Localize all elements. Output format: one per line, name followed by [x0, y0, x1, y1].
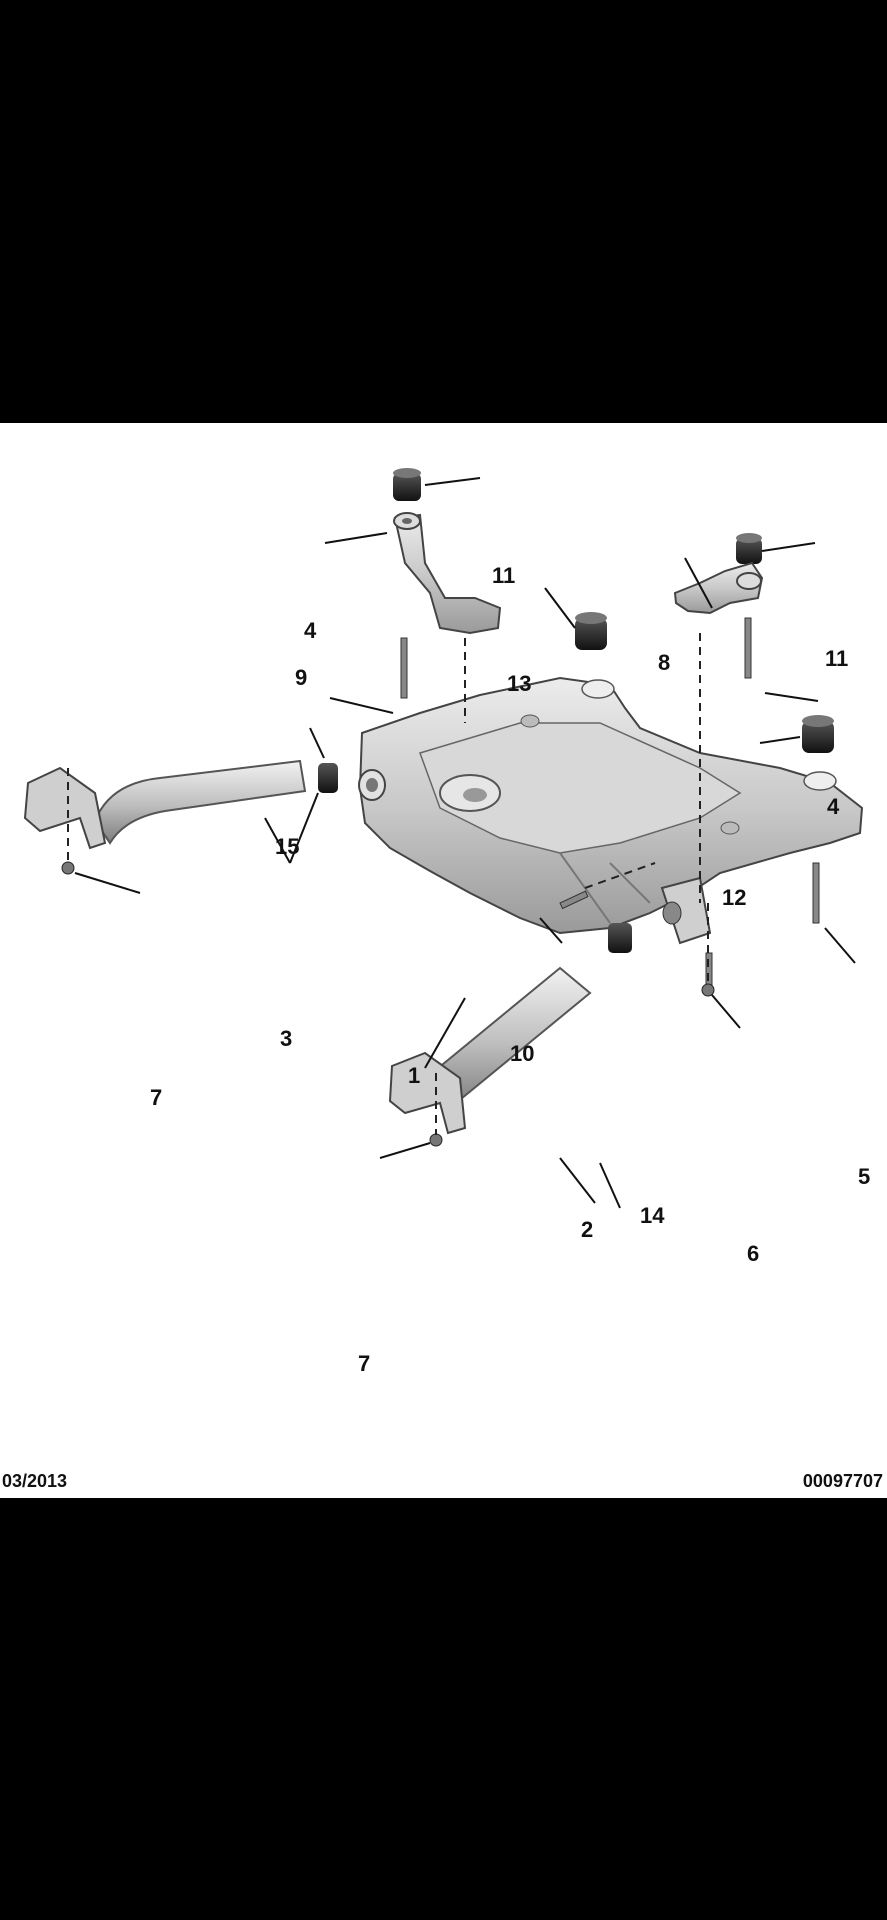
callout-9: 9	[295, 665, 307, 690]
subframe-exploded-diagram: 1 2 3 4 4 5 6 7 7 8 9 10 11 11 12 13 14 …	[23, 468, 870, 1376]
callout-4a: 4	[304, 618, 317, 643]
callout-12: 12	[722, 885, 746, 910]
callout-3: 3	[280, 1026, 292, 1051]
brackets	[393, 512, 764, 635]
footer-date: 03/2013	[2, 1471, 68, 1491]
crossmember-tubes	[23, 759, 592, 1135]
callout-10: 10	[510, 1041, 534, 1066]
bushings	[318, 468, 834, 953]
bolts	[61, 617, 820, 1147]
assembly-lines	[67, 633, 709, 1135]
callout-11b: 11	[825, 646, 848, 671]
leader-lines	[74, 477, 856, 1209]
callout-7b: 7	[358, 1351, 370, 1376]
callout-2: 2	[581, 1217, 593, 1242]
callout-4b: 4	[827, 794, 840, 819]
callout-11a: 11	[492, 563, 515, 588]
callout-8: 8	[658, 650, 670, 675]
diagram-sheet: 1 2 3 4 4 5 6 7 7 8 9 10 11 11 12 13 14 …	[0, 423, 887, 1498]
callout-labels: 1 2 3 4 4 5 6 7 7 8 9 10 11 11 12 13 14 …	[150, 563, 870, 1376]
subframe	[358, 676, 864, 945]
callout-5: 5	[858, 1164, 870, 1189]
callout-1: 1	[408, 1063, 420, 1088]
callout-6: 6	[747, 1241, 759, 1266]
callout-7a: 7	[150, 1085, 162, 1110]
callout-14: 14	[640, 1203, 665, 1228]
callout-13: 13	[507, 671, 531, 696]
callout-15: 15	[275, 834, 299, 859]
footer-reference: 00097707	[802, 1471, 883, 1491]
